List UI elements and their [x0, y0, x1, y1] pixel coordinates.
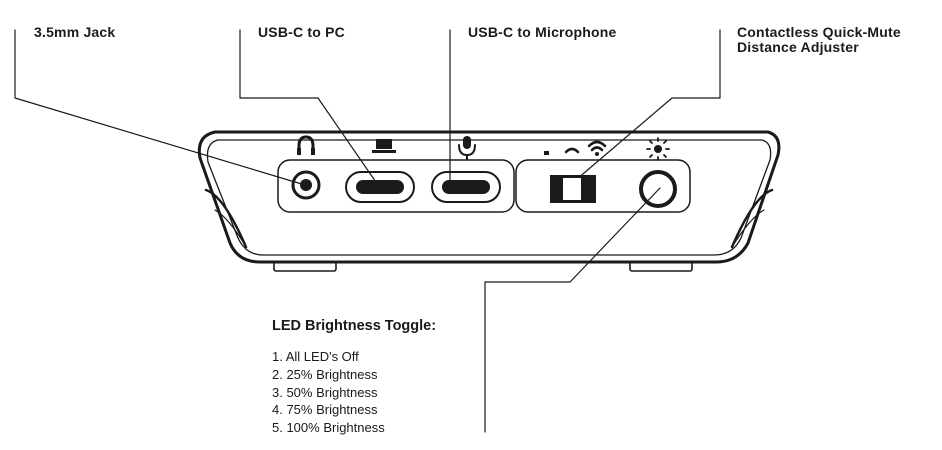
label-usb-c-to-pc: USB-C to PC: [258, 24, 345, 40]
device-body: [197, 130, 781, 272]
led-brightness-item: 1. All LED's Off: [272, 349, 359, 364]
port-panel-right: [515, 159, 691, 213]
usb-c-port-pc: [345, 171, 415, 203]
leader-line-led-toggle: [484, 187, 661, 433]
led-brightness-item: 3. 50% Brightness: [272, 384, 378, 400]
brightness-icon: [646, 137, 670, 161]
label-usb-c-to-microphone: USB-C to Microphone: [468, 24, 617, 40]
audio-jack-port: [291, 170, 321, 200]
label-quick-mute-line2: Distance Adjuster: [737, 39, 859, 55]
label-3-5mm-jack: 3.5mm Jack: [34, 24, 116, 40]
led-brightness-item: 4. 75% Brightness: [272, 402, 378, 418]
leader-line-usb-pc: [239, 29, 381, 189]
port-panel-left: [277, 159, 515, 213]
led-brightness-item: 5. 100% Brightness: [272, 420, 385, 436]
usb-c-port-microphone: [431, 171, 501, 203]
signal-strength-icon: [544, 140, 607, 156]
led-brightness-item: 2. 25% Brightness: [272, 366, 378, 382]
led-brightness-list: 1. All LED's Off 2. 25% Brightness 3. 50…: [272, 348, 385, 437]
label-quick-mute-adjuster: Contactless Quick-Mute Distance Adjuster: [737, 25, 901, 55]
microphone-icon: [458, 136, 476, 160]
laptop-icon: [372, 139, 396, 153]
quick-mute-slider: [550, 175, 596, 203]
headphones-icon: [297, 135, 315, 155]
leader-line-jack: [14, 29, 306, 186]
led-brightness-title: LED Brightness Toggle:: [272, 318, 437, 334]
label-quick-mute-line1: Contactless Quick-Mute: [737, 24, 901, 40]
leader-line-quick-mute: [569, 29, 721, 186]
led-brightness-button: [639, 170, 677, 208]
